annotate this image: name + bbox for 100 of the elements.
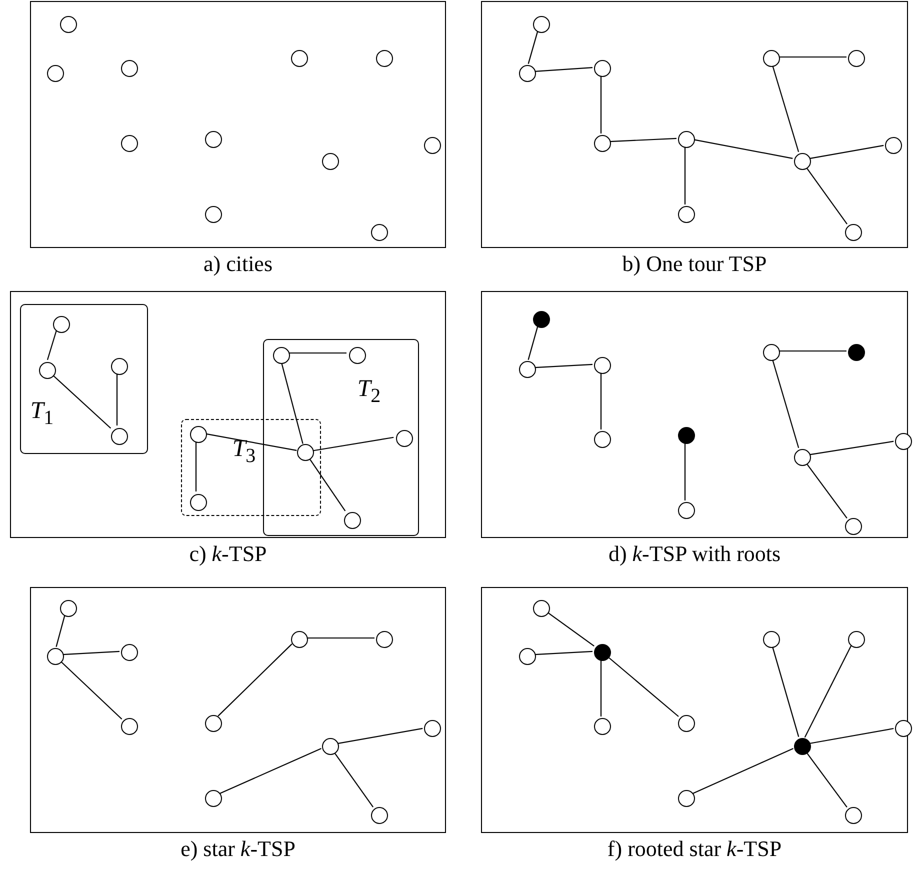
tour-edge	[600, 660, 602, 716]
city-node	[762, 50, 780, 66]
root-node	[848, 344, 864, 360]
city-node	[204, 206, 222, 222]
city-node	[844, 806, 862, 824]
tour-edge	[546, 612, 594, 646]
panel-caption: b) One tour TSP	[622, 251, 767, 277]
city-node	[594, 718, 610, 734]
city-node	[518, 360, 536, 378]
city-node	[60, 16, 76, 32]
city-node	[120, 60, 138, 76]
city-node	[190, 426, 206, 442]
city-node	[290, 50, 308, 66]
tour-edge	[809, 728, 894, 744]
tour-edge	[288, 352, 346, 354]
city-node	[594, 134, 610, 152]
city-node	[532, 600, 550, 616]
city-node	[594, 356, 610, 374]
tour-edge	[693, 139, 793, 159]
city-node	[518, 648, 536, 664]
city-node	[794, 448, 810, 466]
city-node	[190, 494, 206, 510]
city-node	[678, 790, 694, 806]
city-node	[762, 344, 780, 360]
city-node	[376, 50, 392, 66]
tour-edge	[684, 146, 686, 204]
tour-edge	[809, 440, 894, 456]
city-node	[46, 648, 64, 664]
tour-edge	[806, 166, 848, 224]
city-node	[848, 630, 864, 648]
tour-edge	[804, 645, 852, 738]
city-node	[678, 502, 694, 518]
root-node	[794, 738, 810, 754]
tour-edge	[534, 67, 593, 72]
city-node	[594, 430, 610, 448]
tour-edge	[306, 637, 374, 639]
root-node	[678, 426, 694, 444]
tour-edge	[772, 646, 800, 737]
city-node	[46, 64, 64, 82]
tour-edge	[60, 660, 122, 720]
tour-edge	[809, 144, 884, 160]
tour-group-box	[20, 304, 148, 454]
tour-edge	[528, 326, 538, 360]
tour-edge	[607, 656, 679, 717]
tour-edge	[56, 615, 66, 647]
city-node	[204, 790, 222, 806]
tour-edge	[778, 350, 846, 352]
city-node	[848, 50, 864, 66]
tour-edge	[309, 458, 346, 512]
tour-edge	[778, 56, 846, 58]
tour-edge	[220, 748, 322, 794]
city-node	[376, 630, 392, 648]
group-label: T$_{1}$	[30, 398, 54, 430]
tour-edge	[50, 373, 112, 429]
city-node	[370, 806, 388, 824]
city-node	[844, 224, 862, 240]
city-node	[290, 630, 308, 648]
city-node	[424, 136, 440, 154]
city-node	[110, 358, 128, 374]
city-node	[532, 16, 550, 32]
tour-edge	[528, 31, 538, 64]
city-node	[60, 600, 76, 616]
city-node	[204, 714, 222, 732]
tour-edge	[609, 138, 677, 142]
tour-edge	[806, 462, 848, 518]
root-node	[532, 310, 550, 328]
city-node	[396, 430, 412, 446]
tour-edge	[684, 442, 686, 500]
tour-edge	[692, 748, 794, 794]
city-node	[120, 644, 138, 660]
group-label: T$_{2}$	[357, 376, 381, 408]
tour-edge	[534, 364, 593, 368]
tour-edge	[534, 650, 593, 656]
tour-edge	[772, 359, 800, 448]
city-node	[424, 720, 440, 736]
root-node	[594, 644, 610, 660]
city-node	[894, 432, 912, 450]
city-node	[344, 512, 360, 528]
city-node	[894, 720, 912, 736]
tour-edge	[280, 361, 304, 444]
city-node	[204, 130, 222, 148]
tour-edge	[600, 372, 602, 430]
city-node	[272, 346, 290, 364]
city-node	[678, 714, 694, 732]
city-node	[370, 224, 388, 240]
panel-caption: d) k-TSP with roots	[608, 541, 781, 567]
city-node	[110, 428, 128, 444]
city-node	[844, 518, 862, 534]
tour-edge	[806, 752, 848, 808]
city-node	[52, 316, 70, 332]
city-node	[38, 362, 56, 378]
city-node	[678, 130, 694, 148]
city-node	[296, 444, 314, 460]
city-node	[794, 152, 810, 170]
tour-edge	[204, 433, 297, 451]
tour-edge	[62, 650, 120, 656]
panel-caption: c) k-TSP	[189, 541, 267, 567]
city-node	[322, 152, 338, 170]
city-node	[120, 718, 138, 734]
city-node	[322, 738, 338, 754]
